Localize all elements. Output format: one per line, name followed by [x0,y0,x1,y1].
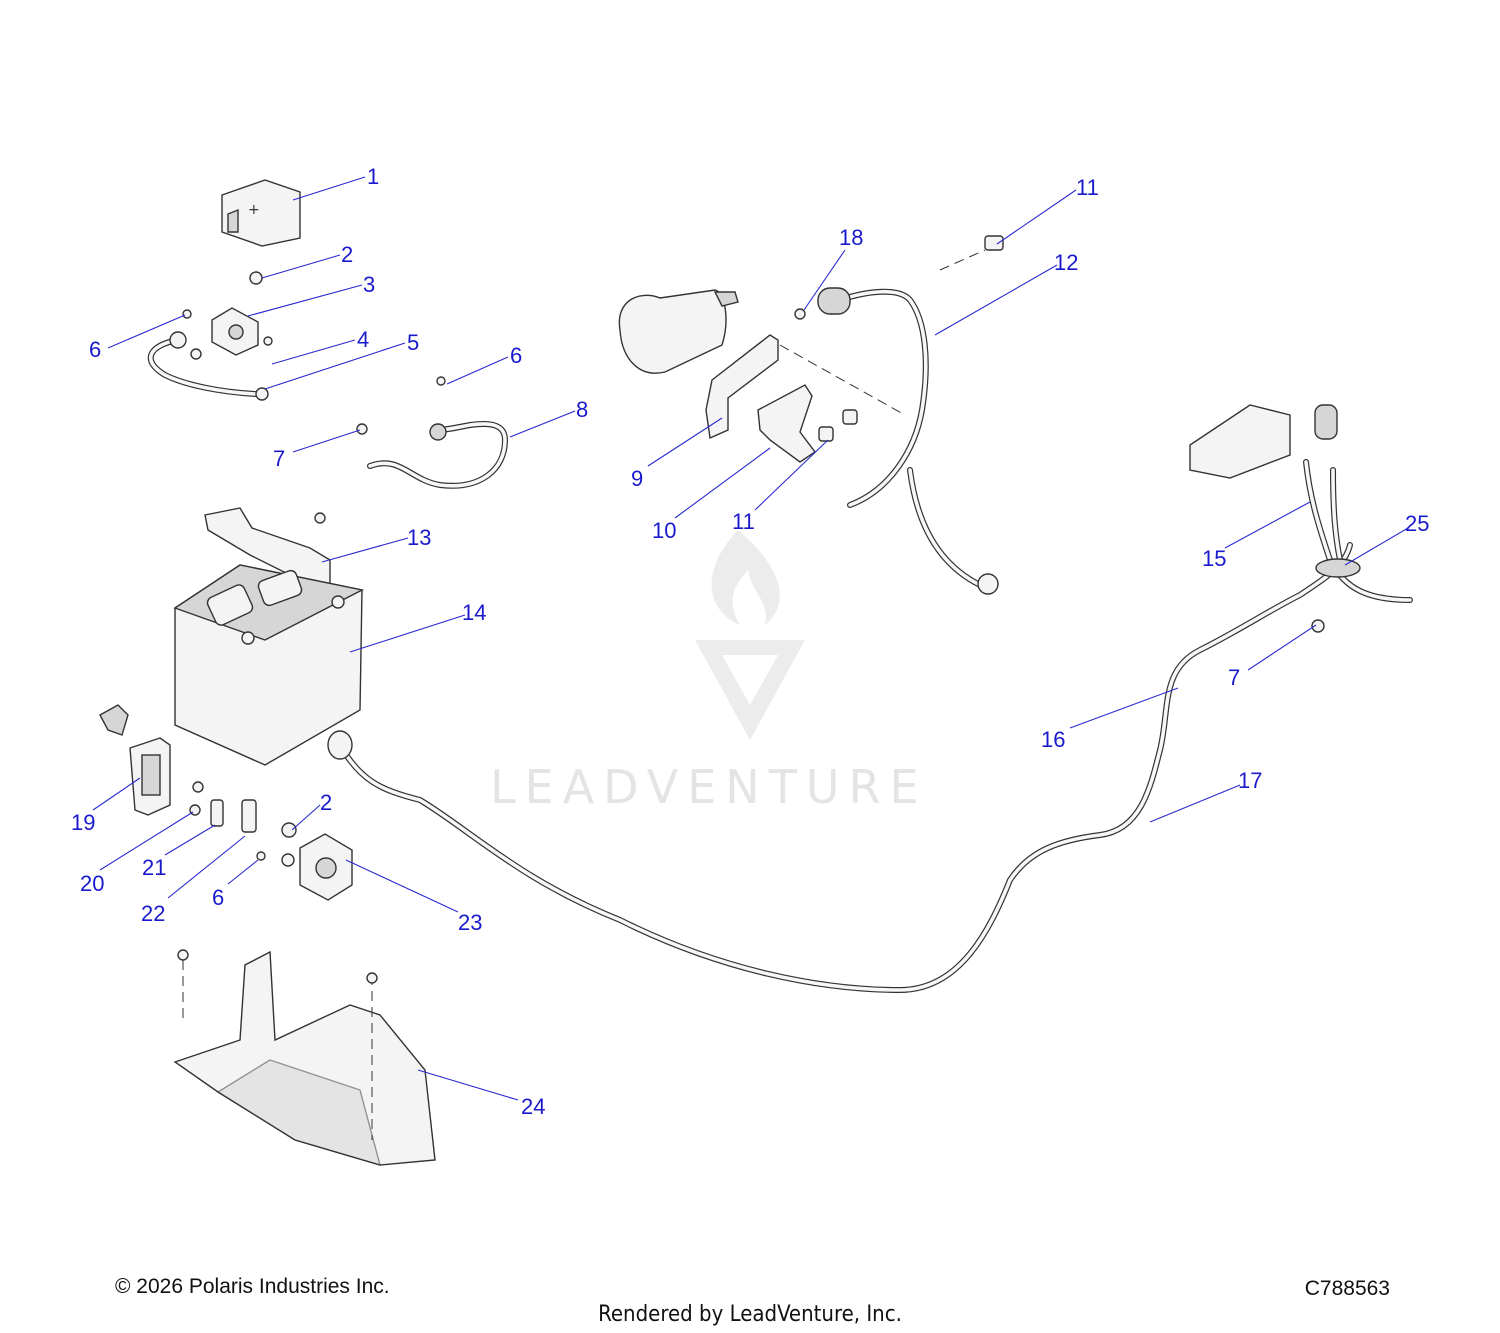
svg-text:+: + [248,202,260,218]
part-bolt-11b-b [818,426,834,442]
callout-11: 11 [732,509,755,534]
callout-13: 13 [407,525,431,550]
part-starter-motor [618,289,739,374]
copyright-text: © 2026 Polaris Industries Inc. [115,1275,390,1298]
part-strap-bolt [314,512,326,524]
callout-19: 19 [71,810,95,835]
part-ground-cable [367,420,509,489]
callout-14: 14 [462,600,486,625]
part-bolt-7a [356,423,368,435]
part-short-cable [147,331,269,401]
part-nut-7b [1311,619,1325,633]
part-bracket-9 [705,334,779,440]
part-fuse-holder [99,704,171,816]
part-terminal-cover: + [221,179,301,247]
part-nut-18 [794,308,806,320]
diagram-id: C788563 [1304,1277,1390,1300]
callout-11: 11 [1076,175,1099,200]
callout-22: 22 [141,901,165,926]
part-battery [173,564,365,766]
dashed-assembly-line [779,344,906,416]
callout-12: 12 [1054,250,1078,275]
callout-20: 20 [80,871,104,896]
callout-23: 23 [458,910,482,935]
part-nut-bottom [281,822,297,838]
part-junction-block [1189,404,1338,479]
part-fuse-21 [210,799,224,827]
callout-21: 21 [142,855,166,880]
leadventure-watermark: LEADVENTURE [490,530,928,814]
part-bolt-4 [263,336,273,346]
part-battery-tray [173,949,436,1167]
callout-6: 6 [89,337,101,362]
callout-16: 16 [1041,727,1065,752]
leader-lines [92,176,1409,1101]
callout-6: 6 [212,885,224,910]
callout-4: 4 [357,327,369,352]
callout-9: 9 [631,466,643,491]
part-nut-20b [192,781,204,793]
watermark-flame-icon [711,530,780,625]
watermark-text: LEADVENTURE [490,760,928,814]
callouts: 1 2 3 6 4 5 6 7 8 18 11 12 9 10 11 13 14… [71,164,1429,1119]
part-bolt-11b-a [842,409,858,425]
part-main-cable [327,542,1353,994]
callout-15: 15 [1202,546,1226,571]
part-terminal-block [211,307,259,356]
part-relay [299,833,353,901]
part-starter-cable [817,287,999,595]
part-grommet-25 [1315,558,1361,578]
callout-5: 5 [407,330,419,355]
watermark-v-icon [695,640,805,740]
callout-7: 7 [273,446,285,471]
part-nut-6b [436,376,446,386]
part-nut-6c [256,851,266,861]
callout-6: 6 [510,343,522,368]
callout-2: 2 [341,242,353,267]
callout-8: 8 [576,397,588,422]
part-fuse-22 [241,799,257,833]
part-nut-6c-b [281,853,295,867]
callout-2: 2 [320,790,332,815]
callout-3: 3 [363,272,375,297]
callout-25: 25 [1405,511,1429,536]
callout-18: 18 [839,225,863,250]
callout-1: 1 [367,164,379,189]
callout-24: 24 [521,1094,545,1119]
part-bolt-11a [939,235,1004,271]
callout-10: 10 [652,518,676,543]
part-nut-6a [182,309,192,319]
rendered-by-text: Rendered by LeadVenture, Inc. [598,1302,902,1327]
part-nut-top [249,271,263,285]
callout-7: 7 [1228,665,1240,690]
callout-17: 17 [1238,768,1262,793]
